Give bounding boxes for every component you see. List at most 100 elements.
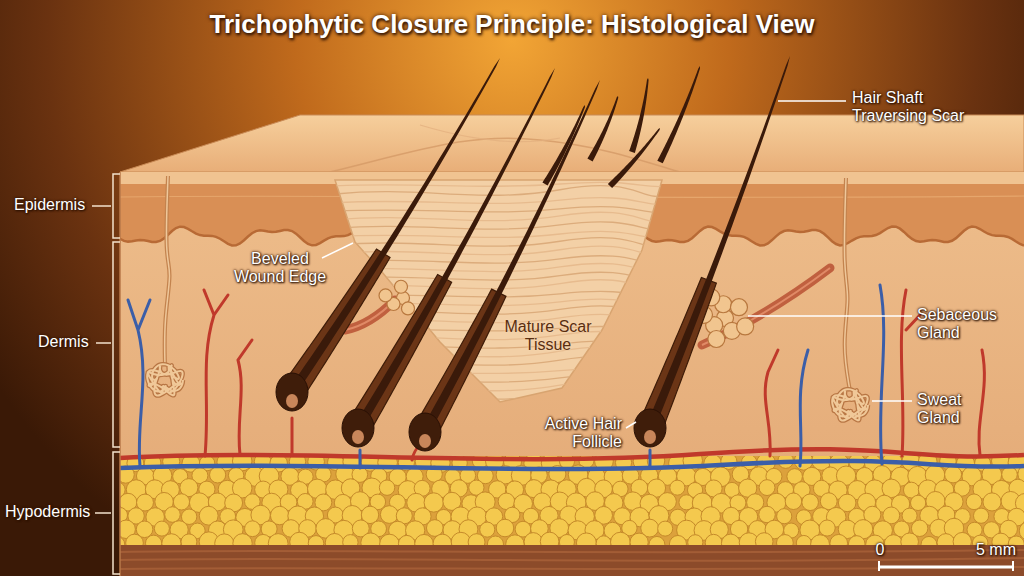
glands-part [379,289,392,302]
fat-lobules-part [937,534,955,546]
hair-follicles [276,56,790,451]
blood-vessels [120,285,1024,469]
collagen-fibers-part [330,356,670,366]
fat-lobules-part [361,533,381,546]
callout-label: Active Hair Follicle [522,415,622,452]
fat-lobules-part [379,480,394,495]
fat-lobules-part [398,535,415,546]
hair-follicles-part [421,80,600,434]
fat-lobules-part [819,520,835,536]
hair-follicles-part [409,413,441,451]
scale-label: 0 [873,541,887,559]
fat-lobules-part [487,536,503,546]
fat-lobules-part [268,534,288,546]
blood-vessels-part [238,340,252,455]
fat-lobules-part [688,535,703,546]
fat-lobules-part [953,532,971,546]
fat-lobules-part [658,521,673,536]
collagen-fibers-part [330,238,670,248]
fat-lobules-part [902,508,917,523]
fat-lobules-part [901,533,919,546]
blood-vessels-part [979,350,984,455]
scale-label: 5 mm [960,541,1016,559]
blood-vessels-part [120,461,1024,469]
glands-part [832,389,868,420]
fat-lobules-part [120,456,1024,546]
collagen-fibers-part [330,231,670,238]
leader-line-part [872,400,912,402]
leader-line [322,101,912,428]
glands-part [737,318,754,335]
muscle-layer [120,545,1024,576]
fat-lobules-part [721,534,740,546]
fat-lobules-part [154,521,169,536]
fat-lobules-part [506,535,525,546]
callout-label: Beveled Wound Edge [232,250,328,287]
fat-lobules-part [524,533,542,546]
glands-part [165,176,170,366]
collagen-fibers-part [330,331,670,340]
fat-lobules-part [884,535,903,546]
hair-follicles-part [644,430,656,444]
fat-lobules-part [848,536,865,546]
fat-lobules-part [649,536,665,546]
glands-part [832,389,868,420]
fat-lobules-part [126,534,144,546]
collagen-fibers-part [330,326,670,331]
hair-follicles-part [634,409,666,447]
layer-label: Hypodermis [5,503,95,521]
block-edge [120,172,121,576]
blood-vessels-part [359,450,362,468]
fat-lobules-part [162,534,181,546]
fat-lobules-part [308,536,324,546]
fat-lobules [120,456,1024,546]
blood-vessels-part [800,350,808,466]
hair-follicles-part [608,128,660,188]
collagen-fibers-part [330,207,670,213]
collagen-fibers-part [330,347,670,358]
fat-lobules-part [669,535,686,546]
glands-part [844,178,850,391]
fat-lobules-part [415,534,434,546]
collagen-fibers-part [330,186,670,197]
fat-lobules-part [679,495,694,510]
blood-vessels-part [765,350,778,456]
diagram-title: Trichophytic Closure Principle: Histolog… [0,9,1024,40]
collagen-fibers-part [330,341,670,349]
glands-part [844,178,850,391]
fat-lobules-part [811,535,830,546]
fat-lobules-part [670,480,685,495]
glands-part [708,330,725,347]
fat-lobules-part [540,532,559,546]
hair-follicles-part [646,56,790,430]
collagen-fibers-part [330,198,670,205]
hair-follicles-part [587,96,618,161]
glands-part [401,302,414,315]
blood-vessels-part [649,450,652,466]
fat-lobules-part [380,534,400,546]
callout-label: Sweat Gland [917,391,989,428]
fat-lobules-part [215,534,234,546]
hair-follicles-part [629,78,648,153]
fat-lobules-part [433,534,452,546]
glands-part [730,299,747,316]
scale-bar [878,561,1014,571]
hair-follicles-part [657,66,700,163]
layer-bracket-part [113,242,120,447]
fat-lobules-part [630,533,648,546]
blood-vessels-part [120,449,1024,459]
fat-lobules-part [759,480,775,496]
fat-lobules-part [802,494,819,511]
leader-line-part [322,243,353,258]
fat-lobules-part [343,535,358,546]
tissue-block-part [420,125,560,142]
hair-follicles-part [286,394,298,408]
tissue-block-part [120,172,1024,462]
muscle-layer-part [120,545,1024,576]
fat-lobules-part [830,534,848,546]
fat-lobules-part [468,534,485,546]
leader-line-part [748,315,912,317]
fat-lobules-part [165,507,181,523]
